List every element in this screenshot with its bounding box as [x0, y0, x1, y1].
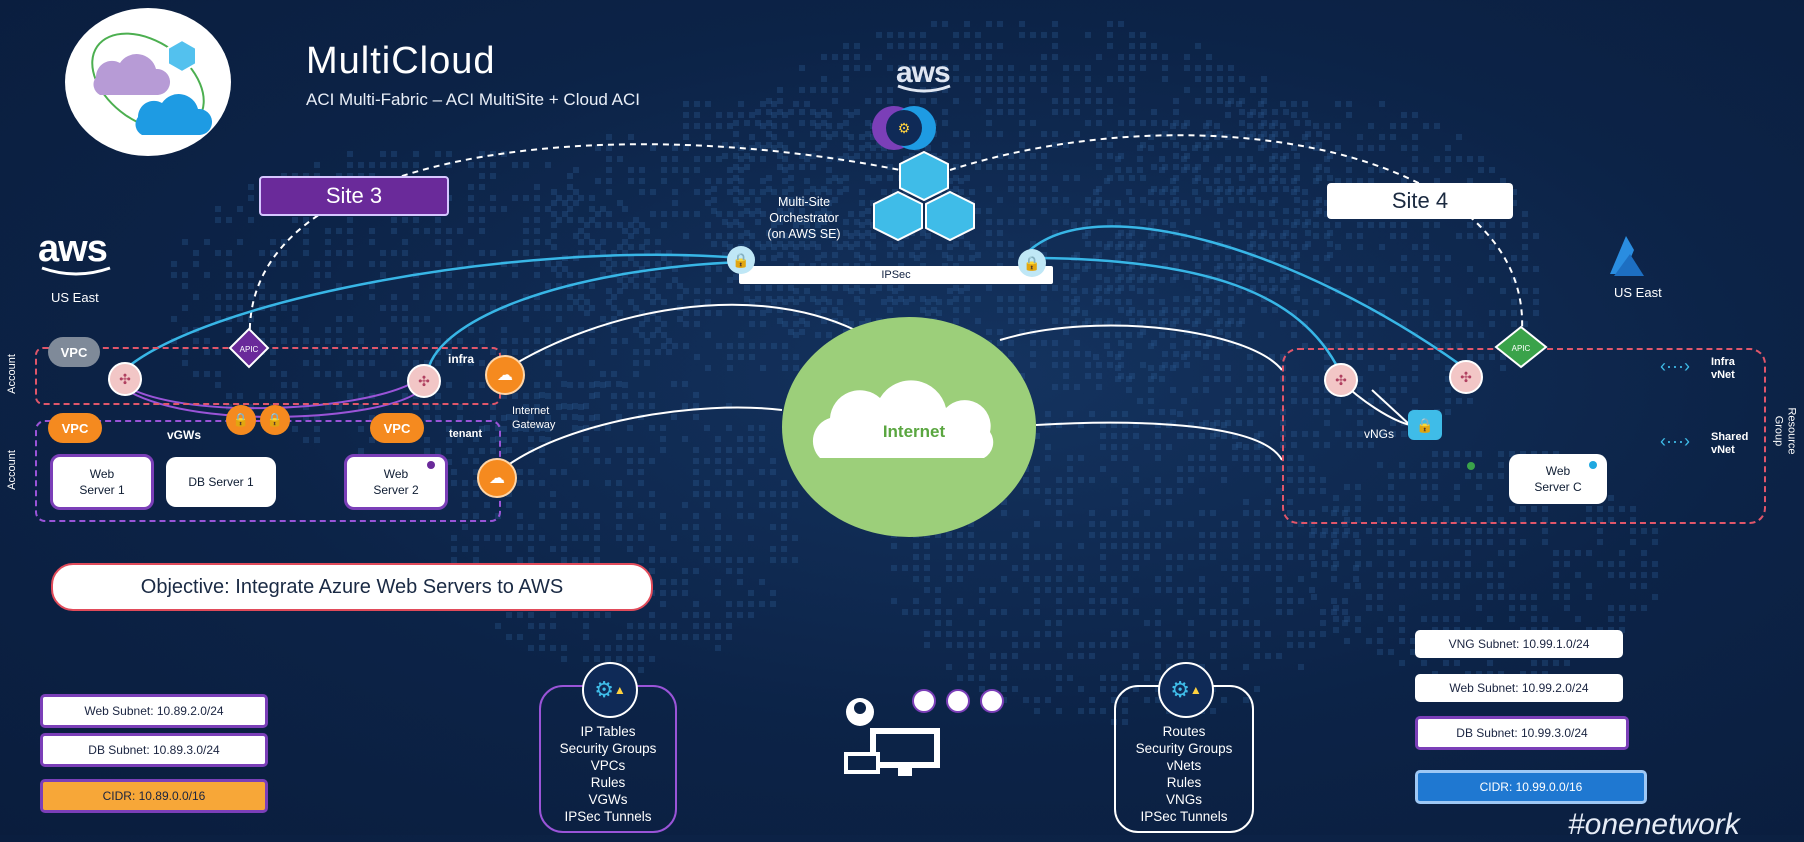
vpc-cloud-icon: VPC: [370, 413, 424, 443]
lock-icon: 🔒: [260, 405, 290, 435]
orchestrator-label: Multi-Site Orchestrator (on AWS SE): [767, 195, 841, 241]
aws-top-smile-icon: [897, 84, 951, 93]
status-dot: [1589, 461, 1597, 469]
aws-web-subnet: Web Subnet: 10.89.2.0/24: [40, 694, 268, 728]
dots-icon: [912, 689, 1004, 713]
orchestrator-cluster-icon: ⚙: [872, 106, 975, 242]
azure-db-subnet: DB Subnet: 10.99.3.0/24: [1415, 716, 1629, 750]
page-subtitle: ACI Multi-Fabric – ACI MultiSite + Cloud…: [306, 90, 640, 109]
router-icon: ✣: [108, 362, 142, 396]
router-icon: ✣: [1324, 363, 1358, 397]
gear-warning-icon: ⚙▲: [1158, 662, 1214, 718]
aws-cidr: CIDR: 10.89.0.0/16: [40, 779, 268, 813]
lock-icon: 🔒: [226, 405, 256, 435]
azure-logo-icon: [1610, 236, 1644, 276]
apic-icon: APIC: [228, 327, 270, 369]
vngs-label: vNGs: [1364, 427, 1394, 441]
gear-warning-icon: ⚙▲: [582, 662, 638, 718]
vpc-cloud-icon: VPC: [48, 413, 102, 443]
resource-group-label: Resource Group: [1772, 407, 1798, 455]
internet-gateway-icon: ☁: [477, 458, 517, 498]
page-title: MultiCloud: [306, 40, 496, 82]
aws-db-subnet: DB Subnet: 10.89.3.0/24: [40, 733, 268, 767]
svg-text:APIC: APIC: [240, 345, 259, 354]
azure-region-label: US East: [1614, 285, 1662, 300]
objective-banner: Objective: Integrate Azure Web Servers t…: [51, 563, 653, 611]
vgws-label: vGWs: [167, 428, 202, 442]
azure-web-subnet: Web Subnet: 10.99.2.0/24: [1415, 674, 1623, 702]
aws-smile-icon: [41, 266, 111, 276]
internet-gateway-icon: ☁: [485, 355, 525, 395]
site4-label: Site 4: [1327, 183, 1513, 219]
infra-vnet-label: Infra vNet: [1711, 356, 1735, 381]
lock-icon: 🔒: [727, 246, 755, 274]
aws-top-logo-icon: aws: [896, 56, 951, 89]
router-icon: ✣: [407, 364, 441, 398]
hashtag-label: #onenetwork: [1568, 808, 1740, 841]
svg-text:⚙: ⚙: [898, 120, 911, 136]
internet-label: Internet: [882, 422, 946, 441]
azure-cidr: CIDR: 10.99.0.0/16: [1415, 770, 1647, 804]
router-icon: ✣: [1449, 360, 1483, 394]
vnet-icon: ‹···›: [1660, 431, 1690, 451]
aws-logo-icon: aws: [38, 228, 108, 270]
account-label: Account: [5, 450, 18, 490]
vpc-cloud-icon: VPC: [48, 337, 100, 367]
azure-vng-subnet: VNG Subnet: 10.99.1.0/24: [1415, 630, 1623, 658]
apic-icon: APIC: [1494, 325, 1548, 369]
vng-gateway-icon: 🔒: [1408, 410, 1442, 440]
ipsec-tunnel-bar: IPSec: [739, 266, 1053, 284]
internet-gateway-label: Internet Gateway: [512, 405, 556, 431]
aws-region-label: US East: [51, 290, 99, 305]
status-dot: [1467, 462, 1475, 470]
account-label: Account: [5, 354, 18, 394]
svg-text:APIC: APIC: [1512, 344, 1531, 353]
cloud-multicloud-icon: [65, 8, 231, 156]
tenant-label: tenant: [449, 428, 482, 440]
vnet-icon: ‹···›: [1660, 356, 1690, 376]
infra-label: infra: [448, 352, 475, 366]
lock-icon: 🔒: [1018, 249, 1046, 277]
db-server-1: DB Server 1: [166, 457, 276, 507]
azure-config-list: Routes Security Groups vNets Rules VNGs …: [1114, 685, 1254, 833]
computer-user-icon: [844, 698, 940, 776]
site3-label: Site 3: [259, 176, 449, 216]
status-dot: [427, 461, 435, 469]
cloud-icon: [812, 380, 994, 458]
shared-vnet-label: Shared vNet: [1711, 431, 1749, 456]
